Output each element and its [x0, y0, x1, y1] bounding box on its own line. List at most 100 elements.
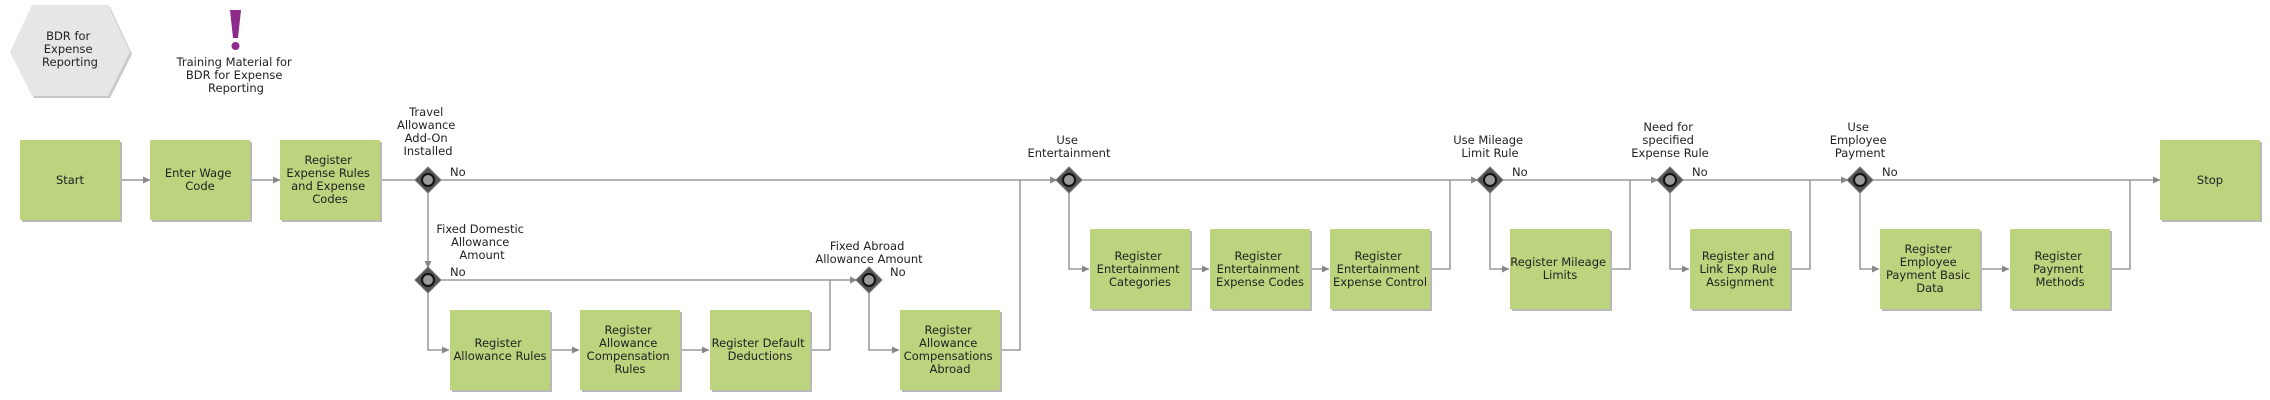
gateway-need-expense-rule[interactable] — [1656, 166, 1684, 194]
gateway-label-line: Fixed Domestic — [436, 222, 524, 236]
gateway-label-line: Use Mileage — [1453, 133, 1523, 147]
activity-label-line: Register — [1114, 249, 1162, 263]
gateway-label-use-mileage: Use Mileage Limit Rule — [1453, 133, 1527, 160]
gateway-label-line: Travel — [408, 105, 443, 119]
activity-label: Register Mileage Limits — [1510, 255, 1609, 282]
hexagon-label-line: Reporting — [42, 55, 98, 69]
activity-label-line: Code — [185, 179, 214, 193]
activity-label-line: Allowance — [919, 336, 977, 350]
activity-label-line: Start — [56, 173, 85, 187]
gateway-label-line: Payment — [1835, 146, 1886, 160]
activity-label: Register Employee Payment Basic Data — [1886, 242, 1974, 295]
activity-label-line: Expense Rules — [286, 166, 369, 180]
activity-label: Register Expense Rules and Expense Codes — [286, 153, 373, 206]
gateway-use-entertainment[interactable] — [1055, 166, 1083, 194]
activity-label: Register Entertainment Expense Codes — [1216, 249, 1304, 289]
activity-label-line: Entertainment — [1097, 262, 1180, 276]
branch-label-no: No — [890, 265, 906, 279]
activity-label: Register Payment Methods — [2033, 249, 2087, 289]
gateway-label-line: Fixed Abroad — [830, 239, 904, 253]
activity-register-entertainment-categories[interactable]: Register Entertainment Categories — [1090, 229, 1192, 311]
activity-label: Register Allowance Compensation Rules — [587, 323, 674, 376]
activity-label-line: Methods — [2035, 275, 2084, 289]
hexagon-shape: BDR for Expense Reporting — [10, 5, 132, 98]
activity-label-line: Register — [1234, 249, 1282, 263]
gateway-label-line: Limit Rule — [1461, 146, 1518, 160]
gateway-label-line: Use — [1056, 133, 1077, 147]
gateway-label-use-entertainment: Use Entertainment — [1028, 133, 1111, 160]
activity-register-allowance-compensations-abroad[interactable]: Register Allowance Compensations Abroad — [900, 310, 1002, 392]
activity-label-line: Entertainment — [1337, 262, 1420, 276]
gateway-label-use-employee-payment: Use Employee Payment — [1830, 120, 1891, 160]
hexagon-label-line: Expense — [44, 42, 93, 56]
activity-label-line: Allowance Rules — [453, 349, 546, 363]
gateway-use-mileage-limit-rule[interactable] — [1476, 166, 1504, 194]
activity-label-line: Link Exp Rule — [1700, 262, 1777, 276]
activity-label: Start — [56, 173, 85, 187]
activity-label: Register Entertainment Expense Control — [1333, 249, 1427, 289]
gateway-label-fixed-domestic: Fixed Domestic Allowance Amount — [436, 222, 527, 262]
gateway-label-fixed-abroad: Fixed Abroad Allowance Amount — [815, 239, 923, 266]
activity-register-employee-payment-basic-data[interactable]: Register Employee Payment Basic Data — [1880, 229, 1982, 311]
activity-register-allowance-rules[interactable]: Register Allowance Rules — [450, 310, 552, 392]
branch-label-no: No — [450, 165, 466, 179]
gateway-label-travel-allowance: Travel Allowance Add-On Installed — [397, 105, 459, 158]
activity-label-line: Categories — [1109, 275, 1171, 289]
activity-label-line: Register — [1354, 249, 1402, 263]
activity-label: Stop — [2197, 173, 2223, 187]
activity-label-line: Expense Codes — [1216, 275, 1304, 289]
activity-label-line: Compensations — [904, 349, 993, 363]
branch-label-no: No — [1882, 165, 1898, 179]
gateway-fixed-domestic[interactable] — [414, 266, 442, 294]
activity-label-line: Rules — [614, 362, 645, 376]
activity-label: Register Allowance Rules — [453, 336, 546, 363]
activity-label-line: Codes — [312, 192, 347, 206]
activity-register-mileage-limits[interactable]: Register Mileage Limits — [1510, 229, 1612, 311]
activity-label-line: Data — [1916, 281, 1943, 295]
activity-label-line: Register and — [1702, 249, 1775, 263]
note-label-line: Training Material for — [176, 55, 292, 69]
hexagon-label: BDR for Expense Reporting — [42, 29, 98, 69]
activity-label-line: Register — [2034, 249, 2082, 263]
activity-register-allowance-compensation-rules[interactable]: Register Allowance Compensation Rules — [580, 310, 682, 392]
note-icon — [230, 10, 241, 50]
activity-label-line: Compensation — [587, 349, 670, 363]
activity-register-expense-rules[interactable]: Register Expense Rules and Expense Codes — [280, 140, 382, 222]
activity-label-line: Register Mileage — [1510, 255, 1606, 269]
activity-label-line: Register — [604, 323, 652, 337]
activity-label-line: Entertainment — [1217, 262, 1300, 276]
activity-enter-wage-code[interactable]: Enter Wage Code — [150, 140, 252, 222]
activity-label-line: Register Default — [712, 336, 806, 350]
note-label: Training Material for BDR for Expense Re… — [176, 55, 296, 95]
activity-register-entertainment-expense-codes[interactable]: Register Entertainment Expense Codes — [1210, 229, 1312, 311]
gateway-label-line: Entertainment — [1028, 146, 1111, 160]
gateway-label-line: Allowance Amount — [815, 252, 923, 266]
gateway-label-line: Installed — [404, 144, 453, 158]
connector-edges — [120, 176, 2161, 354]
branch-label-no: No — [450, 265, 466, 279]
activity-label-line: and Expense — [291, 179, 365, 193]
activity-label-line: Register — [304, 153, 352, 167]
activity-stop[interactable]: Stop — [2160, 140, 2262, 222]
gateway-label-line: specified — [1642, 133, 1694, 147]
branch-label-no: No — [1512, 165, 1528, 179]
activity-label-line: Register — [1904, 242, 1952, 256]
activity-label-line: Register — [474, 336, 522, 350]
activity-label: Register Allowance Compensations Abroad — [904, 323, 997, 376]
activity-register-payment-methods[interactable]: Register Payment Methods — [2010, 229, 2112, 311]
gateway-use-employee-payment[interactable] — [1846, 166, 1874, 194]
activity-label: Register and Link Exp Rule Assignment — [1700, 249, 1781, 289]
activity-label-line: Stop — [2197, 173, 2223, 187]
note-label-line: Reporting — [208, 81, 264, 95]
gateway-travel-allowance[interactable] — [414, 166, 442, 194]
activity-register-entertainment-expense-control[interactable]: Register Entertainment Expense Control — [1330, 229, 1432, 311]
activity-register-link-exp-rule-assignment[interactable]: Register and Link Exp Rule Assignment — [1690, 229, 1792, 311]
activity-start[interactable]: Start — [20, 140, 122, 222]
gateway-label-need-expense-rule: Need for specified Expense Rule — [1631, 120, 1709, 160]
activity-label-line: Expense Control — [1333, 275, 1427, 289]
activity-label-line: Deductions — [728, 349, 793, 363]
gateway-label-line: Expense Rule — [1631, 146, 1709, 160]
activity-register-default-deductions[interactable]: Register Default Deductions — [710, 310, 812, 392]
gateway-fixed-abroad[interactable] — [855, 266, 883, 294]
activity-label-line: Allowance — [599, 336, 657, 350]
